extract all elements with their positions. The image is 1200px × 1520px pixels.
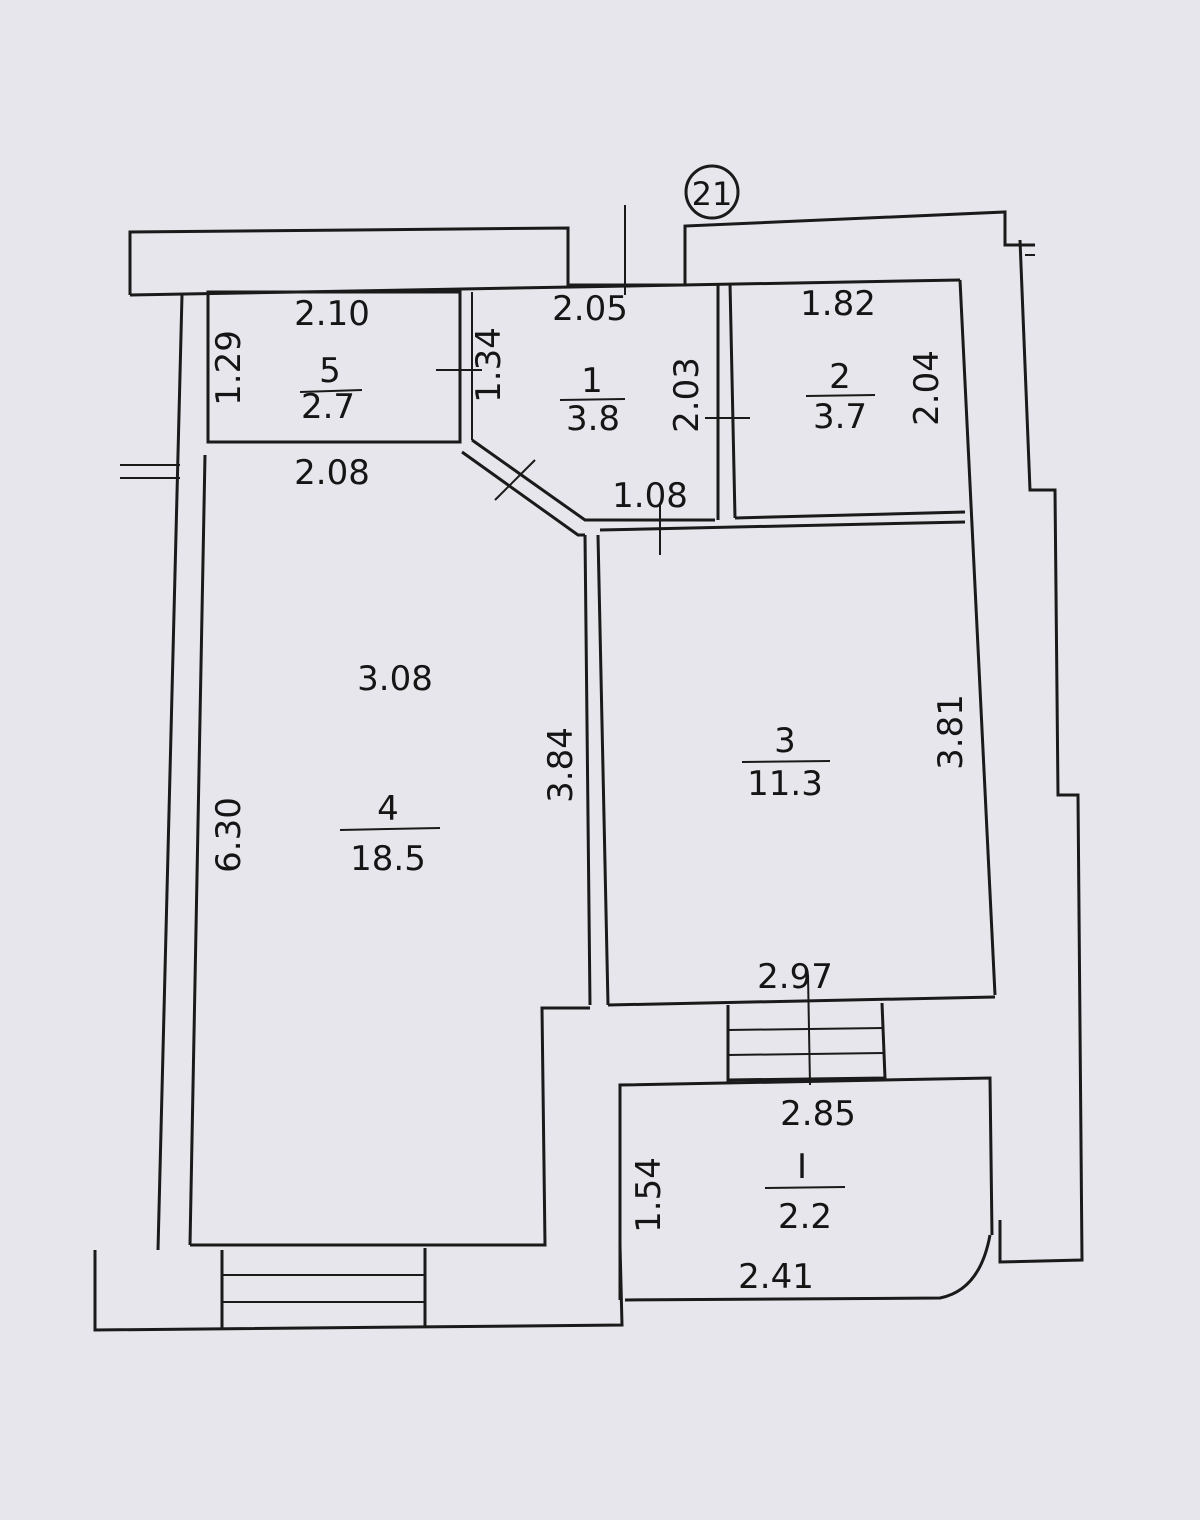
room-4-area: 18.5 bbox=[350, 839, 426, 879]
room-1-area: 3.8 bbox=[566, 399, 620, 439]
room-2-left-wall bbox=[728, 282, 737, 519]
room-4-top-width: 2.08 bbox=[294, 453, 370, 493]
balcony-outline bbox=[618, 1076, 994, 1300]
room-1-door-width: 1.08 bbox=[612, 476, 688, 516]
balcony-rounded-edge bbox=[624, 1234, 992, 1302]
room-3 bbox=[583, 505, 996, 1007]
balcony-steps-outline bbox=[726, 1002, 887, 1082]
room-I-fraction-bar bbox=[764, 1186, 846, 1189]
room-4-number: 4 bbox=[377, 789, 399, 829]
room-2-bottom-wall bbox=[734, 510, 966, 520]
left-wall-outer bbox=[156, 294, 184, 1251]
room-3-bottom-wall bbox=[607, 995, 996, 1007]
room-5-number: 5 bbox=[319, 351, 341, 391]
room-4-fraction-bar bbox=[339, 827, 441, 831]
room-I-number: I bbox=[797, 1147, 807, 1187]
balcony-window-mark bbox=[807, 974, 811, 1086]
room-I bbox=[618, 974, 994, 1302]
room-3-area: 11.3 bbox=[747, 764, 823, 804]
room-I-depth: 1.54 bbox=[629, 1157, 669, 1233]
room-3-left-wall-b bbox=[596, 534, 610, 1006]
room-1-width: 2.05 bbox=[552, 289, 628, 329]
axis-marker: 21 bbox=[684, 164, 740, 220]
room-1-number: 1 bbox=[581, 361, 603, 401]
labels: 2.10 5 2.7 1.29 1.34 2.05 1 3.8 2.03 1.0… bbox=[209, 284, 971, 1297]
room-5-fraction-bar bbox=[299, 389, 363, 393]
room-2-number: 2 bbox=[829, 357, 851, 397]
room-I-bottom-width: 2.41 bbox=[738, 1257, 814, 1297]
balcony-step-2 bbox=[727, 1052, 885, 1056]
room-1 bbox=[461, 282, 750, 537]
room-5-depth: 1.29 bbox=[209, 330, 249, 406]
left-wall-inner-lower bbox=[188, 454, 207, 1246]
axis-marker-label: 21 bbox=[692, 175, 733, 213]
room-3-number: 3 bbox=[774, 721, 796, 761]
room-5 bbox=[206, 290, 482, 444]
room-I-top-width: 2.85 bbox=[780, 1094, 856, 1134]
room-4-bottom-wall bbox=[190, 1006, 590, 1247]
room-5-width: 2.10 bbox=[294, 294, 370, 334]
room-1-door-mark bbox=[494, 459, 536, 501]
room-2 bbox=[734, 510, 966, 520]
room-2-area: 3.7 bbox=[813, 397, 867, 437]
room-1-diagonal-wall-inner bbox=[461, 450, 585, 537]
axis-marker-circle bbox=[684, 164, 740, 220]
room-1-fraction-bar bbox=[559, 398, 626, 401]
room-4-width: 3.08 bbox=[357, 659, 433, 699]
room-2-fraction-bar bbox=[805, 394, 876, 397]
room-3-width: 2.97 bbox=[757, 957, 833, 997]
right-wall-outer bbox=[998, 239, 1084, 1264]
room-1-diagonal-wall bbox=[471, 438, 715, 522]
room-4-depth: 6.30 bbox=[209, 797, 249, 873]
balcony-step-1 bbox=[727, 1027, 885, 1031]
right-wall-inner bbox=[958, 279, 997, 996]
room-5-outline bbox=[206, 290, 462, 444]
room-3-fraction-bar bbox=[741, 760, 831, 763]
room-I-area: 2.2 bbox=[778, 1197, 832, 1237]
room-4-side: 3.84 bbox=[541, 727, 581, 803]
room-2-depth: 2.04 bbox=[907, 350, 947, 426]
room-1-side: 2.03 bbox=[667, 357, 707, 433]
room-5-side: 1.34 bbox=[469, 327, 509, 403]
room-5-area: 2.7 bbox=[301, 387, 355, 427]
room-3-depth: 3.81 bbox=[931, 694, 971, 770]
room-2-width: 1.82 bbox=[800, 284, 876, 324]
room-3-left-wall-a bbox=[583, 534, 592, 1006]
